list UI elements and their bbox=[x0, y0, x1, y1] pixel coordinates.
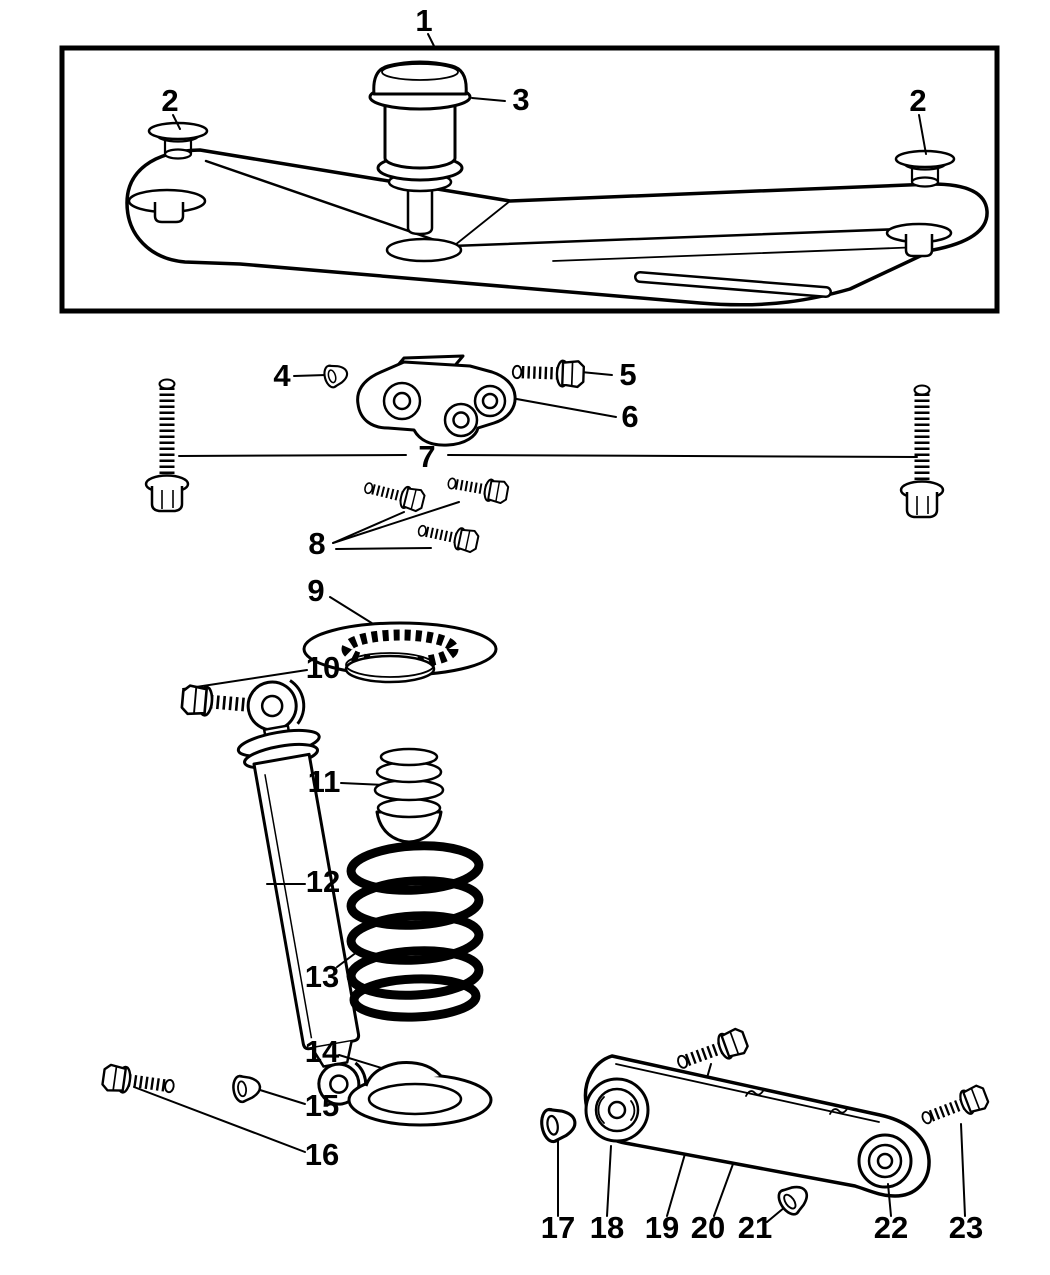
leader-8a bbox=[332, 511, 405, 544]
callout-18: 18 bbox=[590, 1210, 624, 1245]
callout-20: 20 bbox=[691, 1210, 725, 1245]
arm-bushing-18 bbox=[584, 1077, 650, 1143]
callout-14: 14 bbox=[305, 1034, 340, 1069]
arm-bolt-19 bbox=[674, 1027, 749, 1075]
lower-spring-isolator-14 bbox=[347, 1061, 493, 1127]
leader-8b bbox=[332, 501, 460, 544]
arm-nut-17 bbox=[537, 1103, 580, 1145]
callout-15: 15 bbox=[305, 1088, 339, 1123]
pivot-bracket-6 bbox=[356, 354, 517, 447]
leader-2-right bbox=[918, 114, 927, 155]
arm-nut-21 bbox=[773, 1178, 815, 1220]
leader-6 bbox=[499, 395, 617, 418]
leader-21 bbox=[766, 1206, 786, 1223]
callout-21: 21 bbox=[738, 1210, 772, 1245]
leader-8c bbox=[335, 547, 432, 550]
leader-7-left bbox=[178, 454, 407, 457]
leader-1 bbox=[427, 33, 436, 49]
arm-elbow-hole bbox=[385, 237, 463, 263]
leader-7-right bbox=[447, 454, 918, 458]
callout-1: 1 bbox=[415, 3, 432, 38]
surface-mark bbox=[745, 1090, 764, 1097]
arm-sleeve-right bbox=[904, 234, 934, 258]
callout-12: 12 bbox=[306, 864, 340, 899]
pivot-bolt-7-left bbox=[146, 380, 188, 512]
pivot-bolt-7-right bbox=[901, 386, 943, 518]
upper-arm-assembly bbox=[59, 45, 1000, 314]
arm-flange-edge bbox=[552, 246, 922, 262]
upper-control-arm bbox=[125, 148, 989, 307]
leader-13 bbox=[336, 948, 362, 968]
mounting-bolts-8 bbox=[332, 472, 509, 553]
shock-absorber-12 bbox=[236, 679, 368, 1106]
retainer-nut-4 bbox=[321, 360, 351, 390]
leader-18 bbox=[606, 1145, 612, 1217]
callout-11: 11 bbox=[308, 764, 341, 799]
leader-15 bbox=[259, 1089, 306, 1105]
leader-3 bbox=[471, 97, 506, 102]
callout-10: 10 bbox=[306, 650, 340, 685]
leader-16 bbox=[133, 1086, 306, 1153]
callout-17: 17 bbox=[541, 1210, 575, 1245]
arm-elbow-edge bbox=[454, 200, 511, 246]
callout-3: 3 bbox=[512, 82, 529, 117]
bolt-8b bbox=[447, 472, 509, 504]
leader-5 bbox=[580, 371, 613, 376]
shock-nut-15 bbox=[230, 1072, 263, 1105]
arm-bushing-22 bbox=[857, 1133, 913, 1189]
bolt-8a bbox=[363, 477, 426, 512]
arm-sleeve-left bbox=[153, 202, 185, 224]
callout-2-left: 2 bbox=[161, 83, 178, 118]
surface-mark bbox=[829, 1108, 848, 1115]
ball-joint bbox=[368, 60, 472, 236]
callout-9: 9 bbox=[307, 573, 324, 608]
callout-23: 23 bbox=[949, 1210, 983, 1245]
callout-16: 16 bbox=[305, 1137, 339, 1172]
arm-bolt-23 bbox=[919, 1084, 990, 1131]
callout-13: 13 bbox=[305, 959, 339, 994]
callout-4: 4 bbox=[273, 358, 291, 393]
leader-2-left bbox=[172, 114, 181, 130]
jounce-bumper-11 bbox=[373, 747, 445, 844]
leader-10 bbox=[182, 669, 308, 690]
leader-22 bbox=[887, 1183, 892, 1217]
bracket-bolt-5 bbox=[512, 359, 584, 387]
lower-control-arm-20 bbox=[583, 1054, 931, 1198]
callout-19: 19 bbox=[645, 1210, 679, 1245]
leader-4 bbox=[293, 374, 327, 377]
callout-8: 8 bbox=[308, 526, 325, 561]
leader-23 bbox=[960, 1123, 966, 1217]
coil-spring-13 bbox=[346, 841, 484, 1022]
callout-22: 22 bbox=[874, 1210, 908, 1245]
shock-bolt-16 bbox=[102, 1064, 176, 1099]
callout-6: 6 bbox=[621, 399, 638, 434]
callout-7: 7 bbox=[418, 439, 435, 474]
callout-2-right: 2 bbox=[909, 83, 926, 118]
callout-5: 5 bbox=[619, 357, 636, 392]
upper-spring-seat-9 bbox=[302, 621, 498, 684]
